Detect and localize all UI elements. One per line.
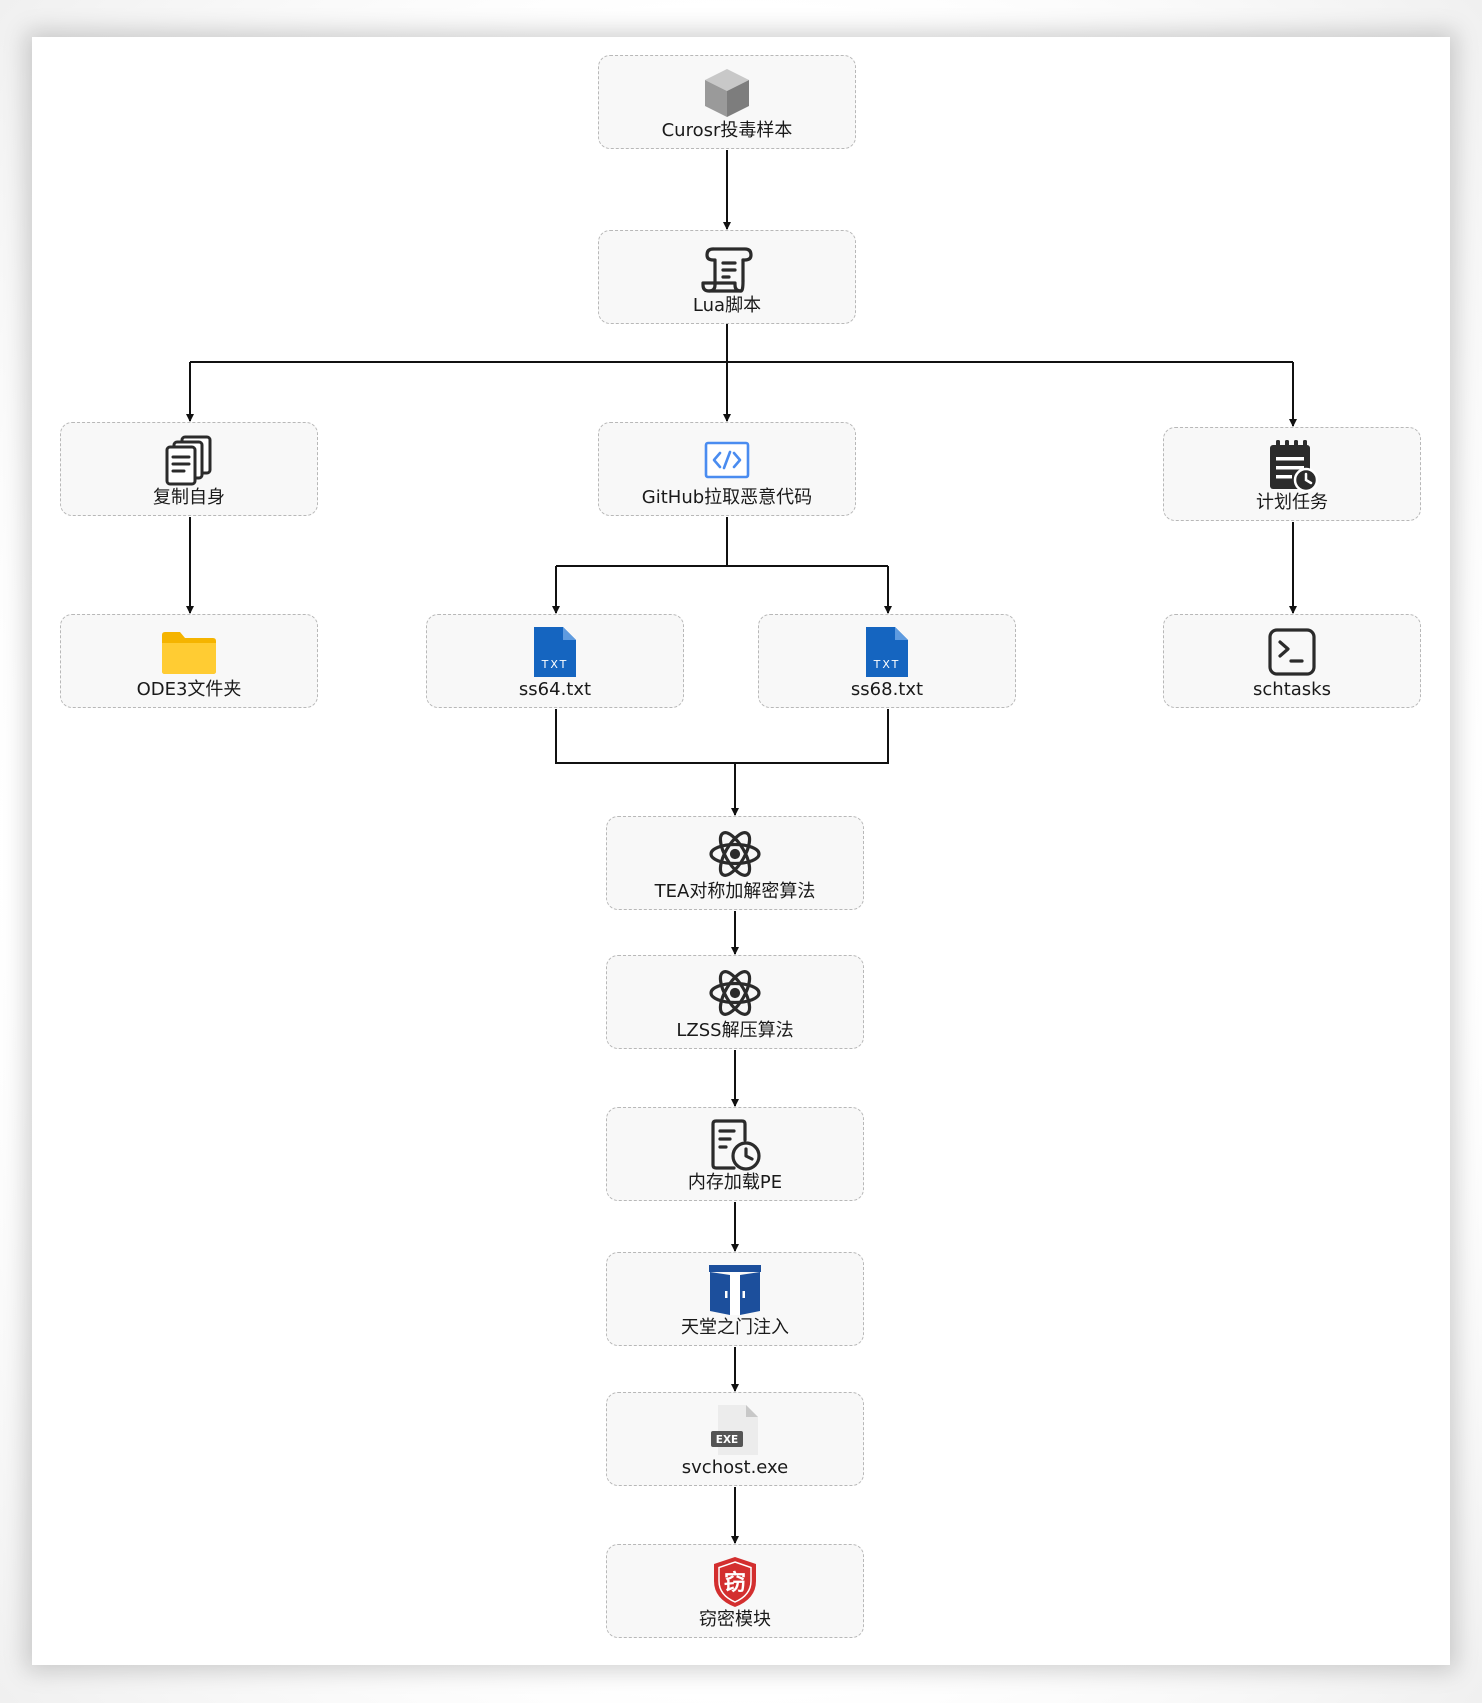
node-tea-algorithm[interactable]: TEA对称加解密算法 <box>606 816 864 910</box>
node-github-fetch[interactable]: GitHub拉取恶意代码 <box>598 422 856 516</box>
code-icon <box>697 433 757 487</box>
exe-file-icon: EXE <box>705 1403 765 1457</box>
shield-icon: 窃 <box>705 1555 765 1609</box>
node-label: svchost.exe <box>681 1457 789 1478</box>
node-label: TEA对称加解密算法 <box>654 881 816 902</box>
svg-text:EXE: EXE <box>716 1434 738 1446</box>
node-lzss-algorithm[interactable]: LZSS解压算法 <box>606 955 864 1049</box>
door-icon <box>705 1263 765 1317</box>
terminal-icon <box>1262 625 1322 679</box>
txt-file-icon: TXT <box>857 625 917 679</box>
node-label: ODE3文件夹 <box>136 679 242 700</box>
script-scroll-icon <box>697 241 757 295</box>
txt-file-icon: TXT <box>525 625 585 679</box>
node-copy-self[interactable]: 复制自身 <box>60 422 318 516</box>
cube-icon <box>697 66 757 120</box>
edge-github-split <box>556 517 888 567</box>
node-label: 窃密模块 <box>699 1609 771 1630</box>
node-svchost-exe[interactable]: EXE svchost.exe <box>606 1392 864 1486</box>
edge-txt-merge <box>555 709 889 815</box>
node-label: LZSS解压算法 <box>676 1020 794 1041</box>
node-lua-script[interactable]: Lua脚本 <box>598 230 856 324</box>
node-label: GitHub拉取恶意代码 <box>641 487 813 508</box>
node-ode3-folder[interactable]: ODE3文件夹 <box>60 614 318 708</box>
node-label: 天堂之门注入 <box>681 1317 789 1338</box>
node-stealer-module[interactable]: 窃 窃密模块 <box>606 1544 864 1638</box>
node-heavens-gate[interactable]: 天堂之门注入 <box>606 1252 864 1346</box>
node-label: ss64.txt <box>518 679 592 700</box>
node-label: schtasks <box>1253 679 1331 700</box>
calendar-clock-icon <box>1262 438 1322 492</box>
node-label: Lua脚本 <box>692 295 762 316</box>
node-scheduled-task[interactable]: 计划任务 <box>1163 427 1421 521</box>
node-label: 内存加载PE <box>687 1172 783 1193</box>
node-ss68-txt[interactable]: TXT ss68.txt <box>758 614 1016 708</box>
node-ss64-txt[interactable]: TXT ss64.txt <box>426 614 684 708</box>
folder-icon <box>159 625 219 679</box>
svg-text:TXT: TXT <box>873 658 901 671</box>
copy-documents-icon <box>159 433 219 487</box>
node-memory-load-pe[interactable]: 内存加载PE <box>606 1107 864 1201</box>
document-clock-icon <box>705 1118 765 1172</box>
node-schtasks[interactable]: schtasks <box>1163 614 1421 708</box>
svg-text:窃: 窃 <box>724 1570 746 1596</box>
atom-icon <box>705 827 765 881</box>
node-label: 复制自身 <box>153 487 225 508</box>
node-label: 计划任务 <box>1256 492 1328 513</box>
atom-icon <box>705 966 765 1020</box>
svg-text:TXT: TXT <box>541 658 569 671</box>
node-label: ss68.txt <box>850 679 924 700</box>
node-cursor-sample[interactable]: Curosr投毒样本 <box>598 55 856 149</box>
node-label: Curosr投毒样本 <box>661 120 793 141</box>
